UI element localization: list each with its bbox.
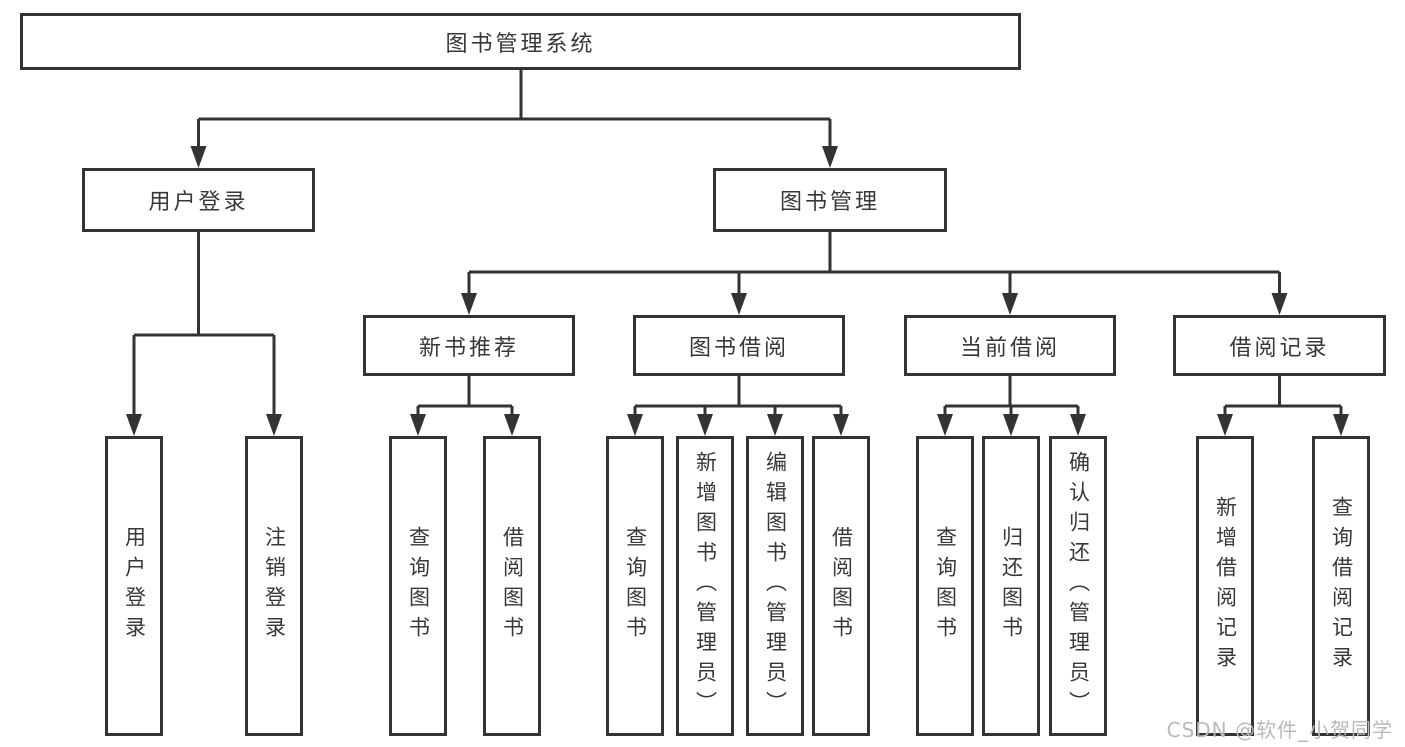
connector-bookmgmt-to-sections [461, 232, 1288, 315]
leaf-label: 查询图书 [933, 526, 958, 646]
node-root-system: 图书管理系统 [20, 13, 1021, 70]
leaf-label: 用户登录 [122, 526, 147, 646]
node-new-book-recommend: 新书推荐 [363, 315, 575, 376]
leaf-query-borrow-record: 查询借阅记录 [1312, 436, 1370, 736]
leaf-borrow-books: 借阅图书 [812, 436, 870, 736]
leaf-label: 借阅图书 [829, 526, 854, 646]
node-book-management-branch: 图书管理 [713, 168, 947, 232]
leaf-label: 确认归还（管理员） [1066, 451, 1091, 721]
node-book-borrowing: 图书借阅 [633, 315, 845, 376]
node-current-borrowing: 当前借阅 [904, 315, 1116, 376]
node-label: 借阅记录 [1229, 335, 1330, 361]
node-label: 图书管理 [779, 190, 880, 215]
node-label: 图书借阅 [688, 335, 789, 361]
leaf-query-books-current: 查询图书 [916, 436, 974, 736]
leaf-add-books-admin: 新增图书（管理员） [676, 436, 734, 736]
leaf-label: 查询借阅记录 [1329, 496, 1354, 676]
leaf-label: 归还图书 [999, 526, 1024, 646]
connector-root-to-branches [190, 70, 838, 168]
node-user-login-branch: 用户登录 [82, 168, 315, 232]
leaf-label: 借阅图书 [500, 526, 525, 646]
connector-records-to-leaves [1217, 376, 1349, 436]
node-root-label: 图书管理系统 [445, 31, 596, 57]
leaf-query-books-borrow: 查询图书 [606, 436, 664, 736]
leaf-label: 新增借阅记录 [1213, 496, 1238, 676]
leaf-return-books: 归还图书 [982, 436, 1040, 736]
leaf-user-login: 用户登录 [105, 436, 163, 736]
leaf-logout: 注销登录 [245, 436, 303, 736]
csdn-watermark: CSDN @软件_小贺同学 [1166, 718, 1393, 742]
leaf-label: 编辑图书（管理员） [763, 451, 788, 721]
leaf-label: 查询图书 [406, 526, 431, 646]
leaf-edit-books-admin: 编辑图书（管理员） [746, 436, 804, 736]
leaf-label: 注销登录 [262, 526, 287, 646]
node-label: 当前借阅 [959, 335, 1060, 361]
leaf-confirm-return-admin: 确认归还（管理员） [1049, 436, 1107, 736]
leaf-label: 新增图书（管理员） [693, 451, 718, 721]
leaf-label: 查询图书 [623, 526, 648, 646]
leaf-borrow-books-recommend: 借阅图书 [483, 436, 541, 736]
connector-borrow-to-leaves [627, 376, 849, 436]
node-label: 新书推荐 [418, 335, 519, 361]
connector-current-to-leaves [937, 376, 1086, 436]
connector-newbooks-to-leaves [410, 376, 520, 436]
node-label: 用户登录 [148, 190, 249, 215]
connector-userlogin-to-leaves [126, 232, 282, 436]
node-borrow-records: 借阅记录 [1173, 315, 1386, 376]
leaf-query-books-recommend: 查询图书 [389, 436, 447, 736]
leaf-add-borrow-record: 新增借阅记录 [1196, 436, 1254, 736]
